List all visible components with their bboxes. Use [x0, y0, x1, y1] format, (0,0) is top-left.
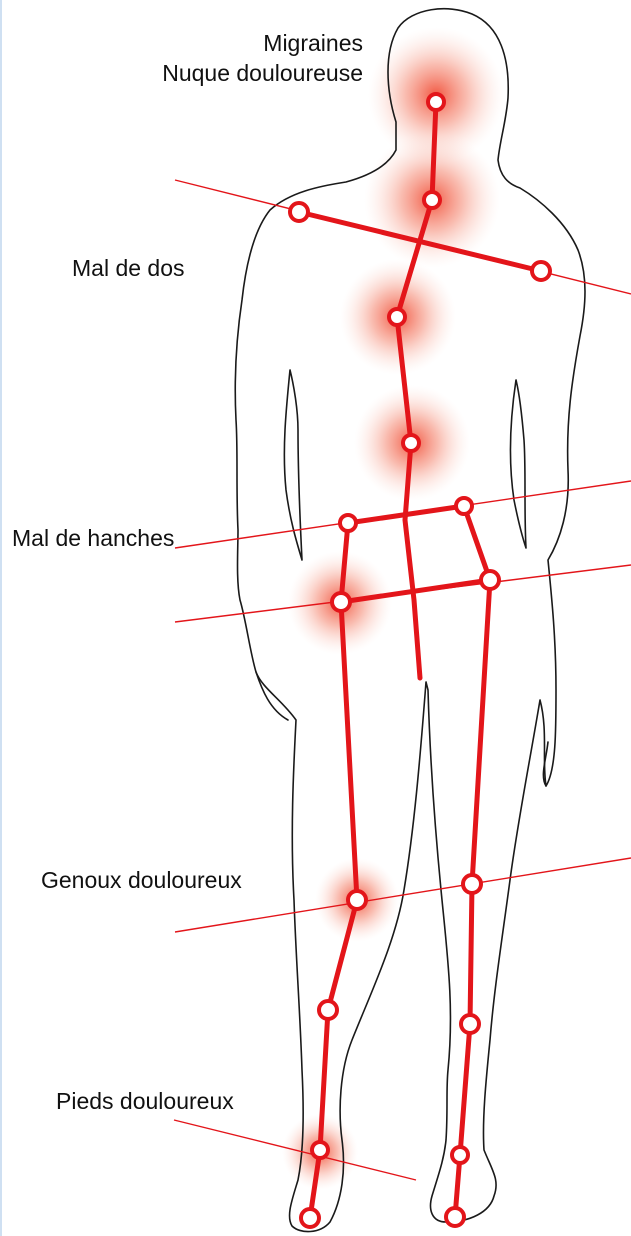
joint-left-shoulder	[290, 203, 308, 221]
label-genoux-douloureux: Genoux douloureux	[41, 866, 242, 894]
right-arm-gap	[510, 380, 526, 548]
joint-right-hip	[481, 571, 499, 589]
joint-left-shin	[319, 1001, 337, 1019]
joint-left-hip	[332, 593, 350, 611]
left-hand	[256, 672, 288, 720]
joint-lower-spine	[403, 435, 419, 451]
joint-right-toe	[446, 1208, 464, 1226]
joint-left-toe	[301, 1209, 319, 1227]
label-pieds-douloureux: Pieds douloureux	[56, 1087, 234, 1115]
joint-left-ankle	[312, 1142, 328, 1158]
joint-right-knee	[463, 875, 481, 893]
knee-line	[175, 858, 631, 932]
right-leg	[455, 580, 490, 1217]
joint-neck	[424, 192, 440, 208]
joint-head	[428, 94, 444, 110]
label-mal-de-hanches: Mal de hanches	[12, 524, 174, 552]
joint-right-shoulder	[532, 262, 550, 280]
joint-right-shin	[461, 1015, 479, 1033]
joint-left-knee	[348, 891, 366, 909]
joint-upper-spine	[389, 309, 405, 325]
label-mal-de-dos: Mal de dos	[72, 254, 185, 282]
label-migraines: Migraines	[263, 29, 363, 57]
joint-right-waist	[456, 498, 472, 514]
label-nuque-douloureuse: Nuque douloureuse	[162, 59, 363, 87]
joint-left-waist	[340, 515, 356, 531]
joint-right-ankle	[452, 1147, 468, 1163]
